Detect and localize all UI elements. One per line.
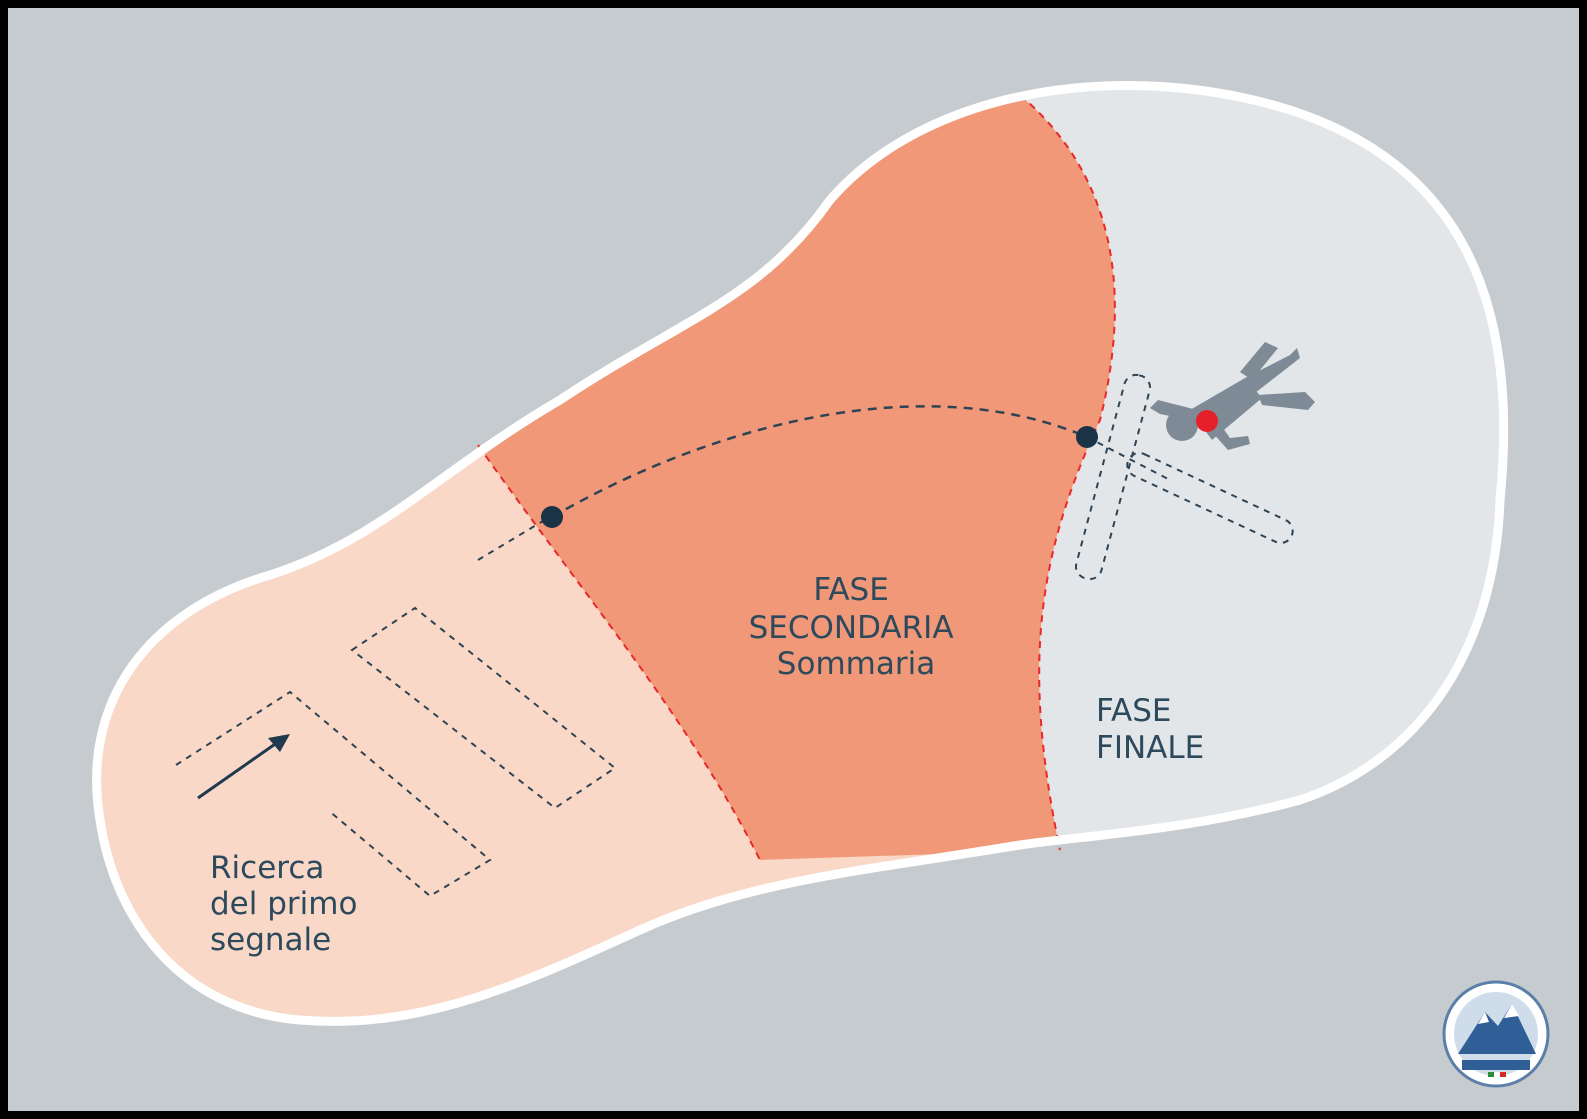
marker-first-to-secondary: [541, 506, 563, 528]
marker-secondary-to-final: [1076, 426, 1098, 448]
mountain-rescue-emblem-icon: [1444, 982, 1548, 1086]
victim-signal-marker: [1196, 410, 1218, 432]
